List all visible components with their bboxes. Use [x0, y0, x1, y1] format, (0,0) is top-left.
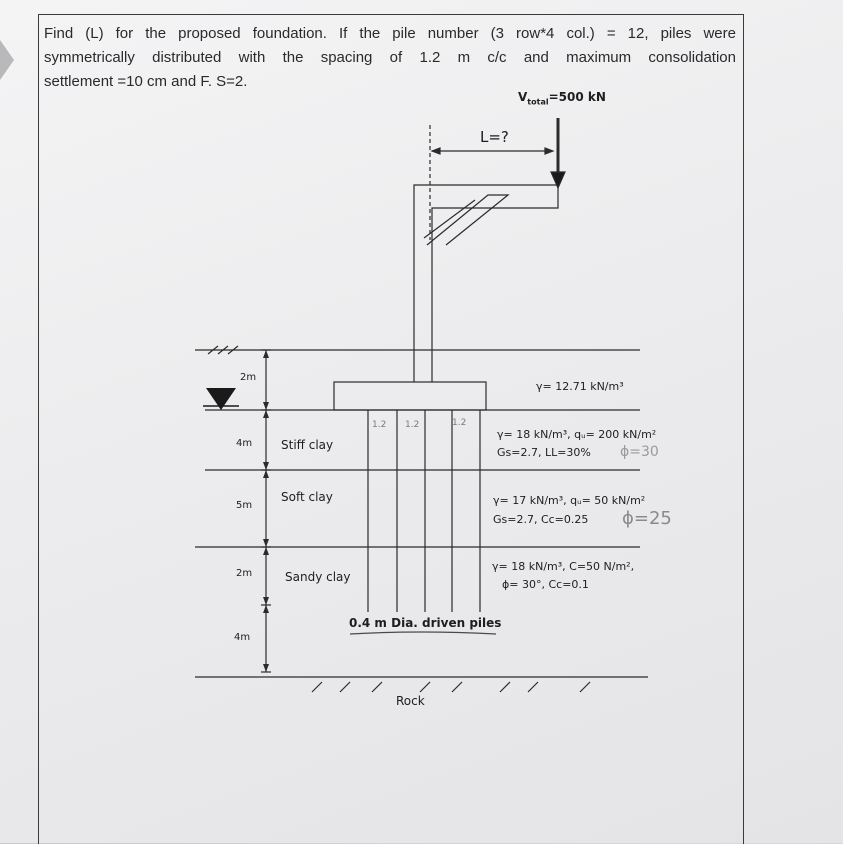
pile-label: 0.4 m Dia. driven piles [349, 616, 502, 630]
spacing-mark-3: 1.2 [452, 418, 467, 428]
problem-line-2: symmetrically distributed with the spaci… [44, 49, 736, 66]
eccentricity-label: L=? [480, 128, 509, 146]
pile-cap [333, 381, 487, 411]
problem-line-1: Find (L) for the proposed foundation. If… [44, 25, 736, 42]
layer-name-soft-clay: Soft clay [281, 490, 333, 504]
load-label: Vtotal=500 kN [518, 90, 606, 107]
layer-2-props-2: Gs=2.7, LL=30% [497, 446, 591, 459]
question-border [38, 14, 744, 844]
dimension-arrowheads [263, 350, 269, 672]
spacing-mark-1: 1.2 [372, 420, 387, 430]
layer-1-props: γ= 12.71 kN/m³ [536, 380, 624, 393]
column-bracket [426, 194, 510, 246]
thickness-label-5: 4m [234, 632, 251, 643]
layer-3-props-1: γ= 17 kN/m³, qᵤ= 50 kN/m² [493, 494, 646, 507]
spacing-mark-2: 1.2 [405, 420, 420, 430]
rock-hatch [311, 681, 591, 693]
water-table-symbol [206, 388, 236, 410]
handwritten-phi-25: ϕ=25 [622, 508, 672, 529]
rock-label: Rock [396, 694, 425, 708]
pile-label-underline [349, 631, 497, 635]
column-bracket-brace [423, 199, 476, 239]
problem-line-3: settlement =10 cm and F. S=2. [44, 73, 248, 90]
column-outline [413, 184, 559, 382]
thickness-label-2: 4m [236, 438, 253, 449]
layer-4-props-1: γ= 18 kN/m³, C=50 N/m², [492, 560, 635, 573]
thickness-label-3: 5m [236, 500, 253, 511]
handwritten-phi-30: ϕ=30 [620, 444, 659, 460]
layer-4-props-2: ϕ= 30°, Cc=0.1 [502, 578, 589, 591]
layer-name-stiff-clay: Stiff clay [281, 438, 334, 452]
thickness-label-4: 2m [236, 568, 253, 579]
load-arrow-head [550, 171, 566, 190]
arrow-head-right [544, 147, 555, 155]
ground-hatch [207, 345, 239, 355]
thickness-label-1: 2m [240, 372, 257, 383]
layer-2-props-1: γ= 18 kN/m³, qᵤ= 200 kN/m² [497, 428, 657, 441]
layer-name-sandy-clay: Sandy clay [285, 570, 351, 584]
arrow-head-left [430, 147, 441, 155]
layer-3-props-2: Gs=2.7, Cc=0.25 [493, 513, 589, 526]
